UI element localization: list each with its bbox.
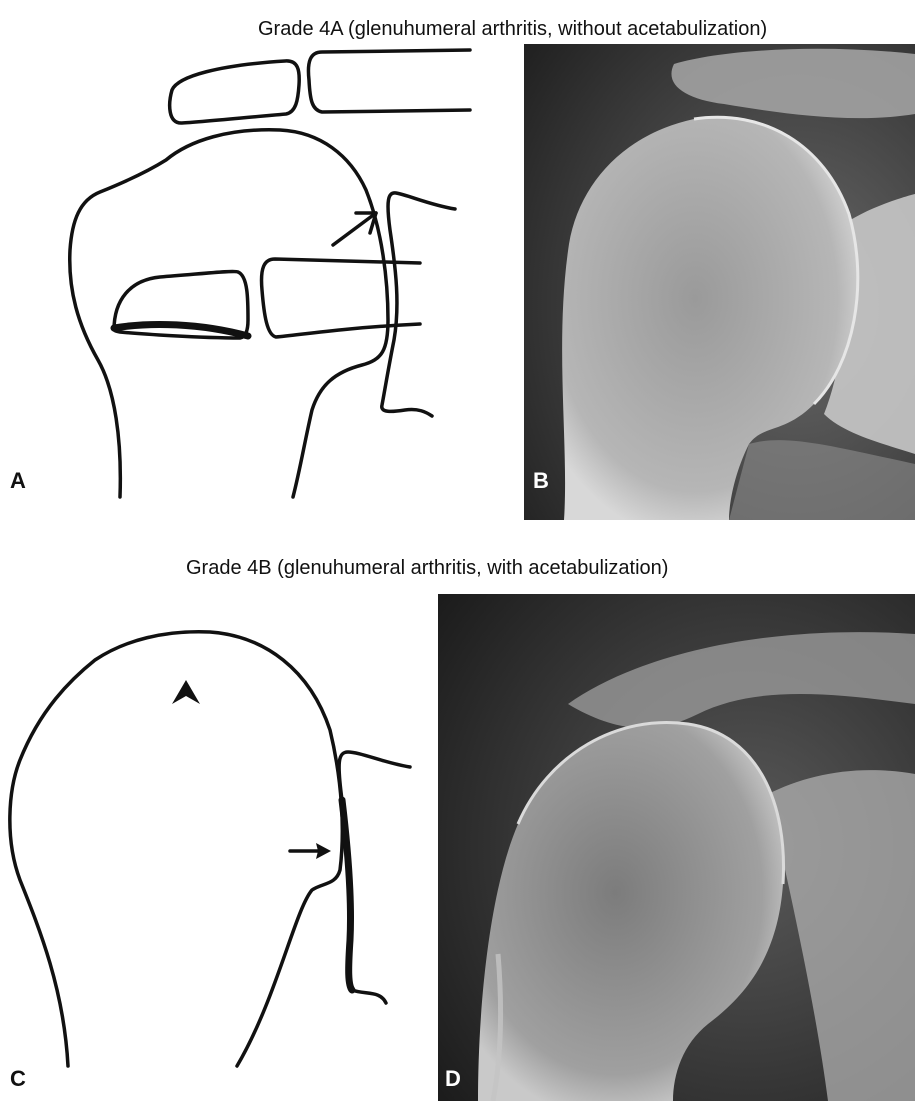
xray-panel-d xyxy=(438,594,915,1101)
xray-panel-b xyxy=(524,44,915,520)
panel-label-b: B xyxy=(533,468,549,494)
panel-c-arrowhead-marker xyxy=(172,680,200,704)
panel-label-a: A xyxy=(10,468,26,494)
panel-a-acromion xyxy=(170,61,300,123)
panel-a-clavicle xyxy=(308,50,470,112)
panel-c-humerus xyxy=(10,632,342,1066)
panel-a-glenoid xyxy=(382,193,455,416)
panel-c-glenoid-sclerosis xyxy=(342,800,352,990)
panel-label-d: D xyxy=(445,1066,461,1092)
panel-c-arrow-head xyxy=(316,843,331,859)
panel-label-c: C xyxy=(10,1066,26,1092)
